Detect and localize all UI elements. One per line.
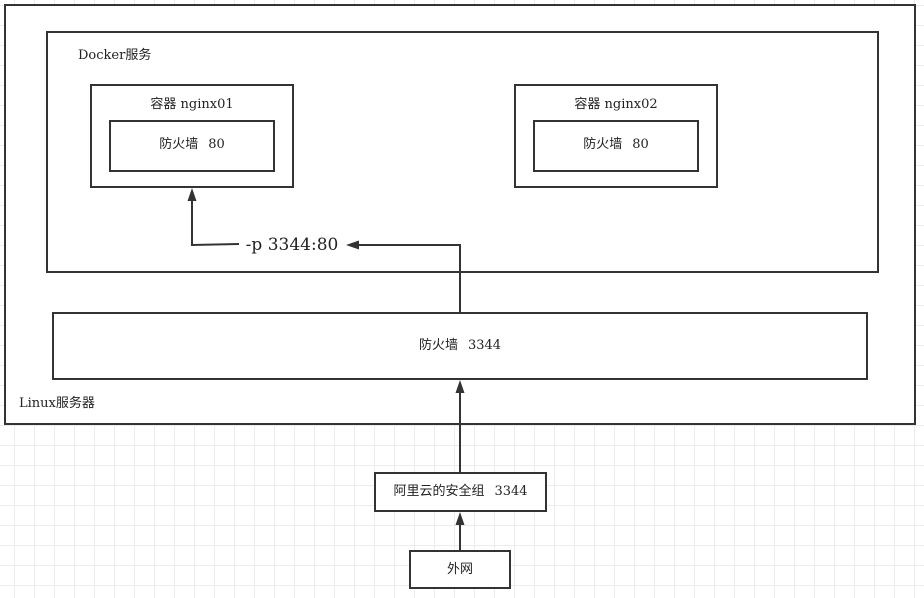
security-group-label: 阿里云的安全组 (393, 484, 485, 499)
arrowhead-up (455, 512, 465, 525)
firewall-port: 80 (632, 137, 649, 152)
firewall-port: 80 (208, 137, 225, 152)
container-firewall-text: 防火墙 80 (111, 137, 273, 153)
linux-server-label: Linux服务器 (19, 396, 95, 411)
container-firewall: 防火墙 80 (533, 120, 699, 172)
container-firewall: 防火墙 80 (109, 120, 275, 172)
firewall-label: 防火墙 (418, 338, 458, 353)
port-mapping-label: -p 3344:80 (240, 234, 344, 256)
security-group-port: 3344 (494, 484, 528, 499)
internet-label: 外网 (446, 562, 473, 577)
container-firewall-text: 防火墙 80 (535, 137, 697, 153)
linux-firewall-text: 防火墙 3344 (54, 338, 866, 354)
container-nginx01: 容器 nginx01 防火墙 80 (90, 84, 294, 188)
security-group-box: 阿里云的安全组 3344 (374, 472, 547, 512)
container-title: 容器 nginx02 (574, 97, 658, 112)
firewall-label: 防火墙 (159, 137, 199, 152)
firewall-port: 3344 (467, 338, 502, 353)
firewall-label: 防火墙 (583, 137, 623, 152)
linux-firewall-box: 防火墙 3344 (52, 312, 868, 380)
docker-service-label: Docker服务 (78, 48, 152, 63)
container-nginx02: 容器 nginx02 防火墙 80 (514, 84, 718, 188)
container-title: 容器 nginx01 (150, 97, 234, 112)
internet-box: 外网 (409, 550, 511, 589)
security-group-text: 阿里云的安全组 3344 (376, 484, 545, 500)
